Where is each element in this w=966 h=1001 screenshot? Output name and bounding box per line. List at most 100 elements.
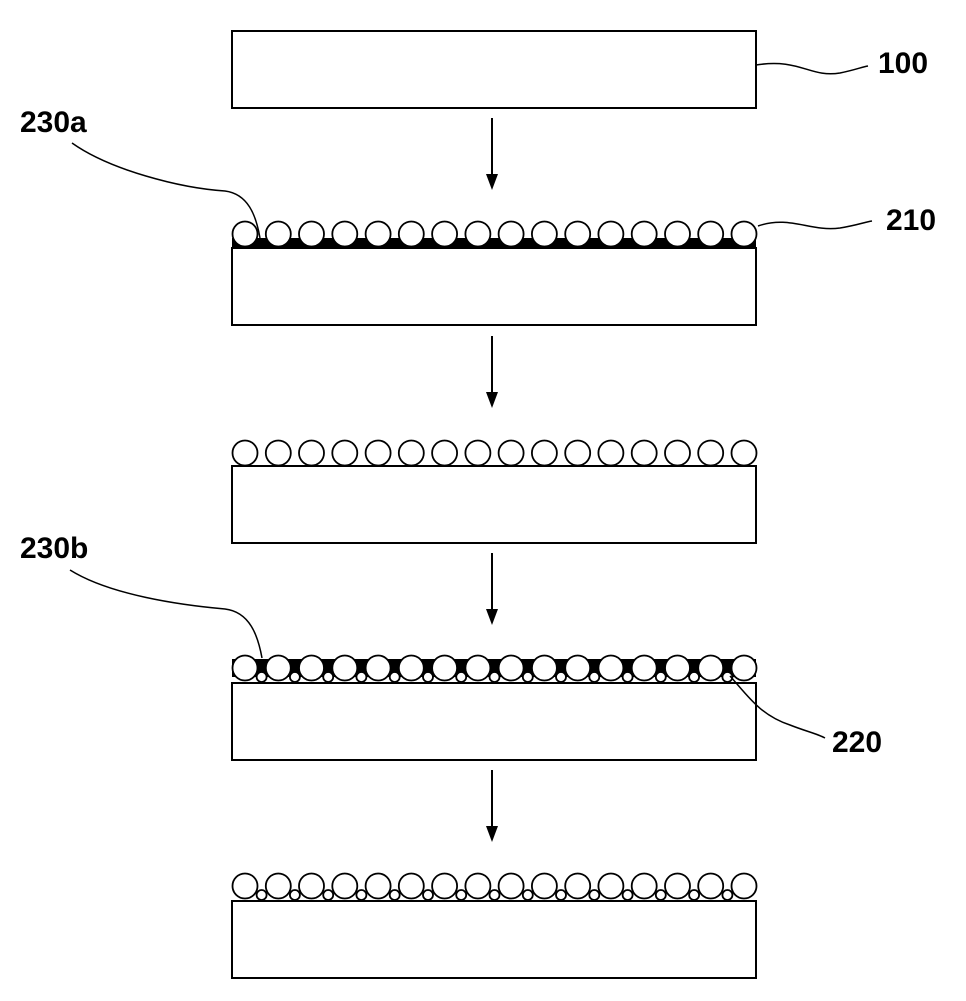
- small-particle: [555, 671, 567, 683]
- large-particle: [664, 439, 691, 467]
- large-particle: [630, 654, 658, 682]
- process-arrow-4: [486, 770, 498, 842]
- large-particle: [730, 220, 758, 248]
- large-particle: [431, 654, 459, 682]
- large-particle: [497, 220, 525, 248]
- large-particle: [564, 872, 592, 900]
- small-particle: [588, 671, 601, 683]
- small-particle: [488, 889, 501, 901]
- small-particle: [721, 671, 734, 683]
- small-particle: [388, 889, 401, 901]
- large-particle: [431, 872, 459, 900]
- large-particle: [597, 220, 625, 248]
- leader-line-100: [755, 62, 869, 75]
- large-particle: [730, 654, 758, 682]
- binder-layer-230a: [232, 238, 756, 248]
- large-particle: [331, 220, 359, 248]
- small-particle: [621, 889, 634, 901]
- large-particle: [697, 872, 725, 900]
- large-particle: [564, 654, 592, 682]
- small-particle: [688, 889, 700, 901]
- large-particle: [364, 439, 392, 467]
- large-particle-layer: [231, 654, 758, 682]
- large-particle: [397, 872, 425, 900]
- large-particle: [298, 872, 325, 900]
- small-particle: [355, 671, 368, 683]
- leader-line-220: [729, 675, 826, 739]
- large-particle: [531, 654, 558, 682]
- small-particle: [322, 889, 335, 901]
- substrate: [231, 900, 757, 979]
- substrate: [231, 465, 757, 544]
- large-particle-layer: [231, 439, 758, 467]
- large-particle: [264, 220, 292, 248]
- small-particle: [488, 671, 501, 683]
- stage-1: [231, 30, 757, 109]
- large-particle: [531, 220, 558, 248]
- stage-4: [231, 654, 758, 761]
- small-particle: [422, 889, 434, 901]
- large-particle: [464, 220, 492, 248]
- process-arrow-1: [486, 118, 498, 190]
- large-particle: [564, 220, 592, 248]
- large-particle: [231, 220, 259, 248]
- small-particle-layer: [255, 889, 734, 901]
- small-particle: [355, 889, 368, 901]
- small-particle: [654, 889, 667, 901]
- large-particle: [331, 872, 359, 900]
- small-particle: [521, 671, 534, 683]
- large-particle: [464, 439, 492, 467]
- large-particle: [664, 654, 691, 682]
- large-particle: [730, 872, 758, 900]
- large-particle: [630, 872, 658, 900]
- large-particle: [431, 439, 459, 467]
- substrate: [231, 682, 757, 761]
- small-particle-layer-220: [255, 671, 734, 683]
- small-particle: [288, 889, 301, 901]
- process-arrow-3: [486, 553, 498, 625]
- small-particle: [721, 889, 734, 901]
- large-particle: [497, 439, 525, 467]
- leader-line-230b: [69, 569, 263, 659]
- large-particle: [664, 220, 691, 248]
- small-particle: [422, 671, 434, 683]
- small-particle: [555, 889, 567, 901]
- small-particle: [621, 671, 634, 683]
- large-particle: [364, 872, 392, 900]
- large-particle: [697, 439, 725, 467]
- large-particle: [531, 872, 558, 900]
- small-particle: [455, 889, 468, 901]
- large-particle: [630, 439, 658, 467]
- label-220: 220: [832, 726, 882, 759]
- large-particle: [397, 220, 425, 248]
- large-particle: [431, 220, 459, 248]
- large-particle: [231, 654, 259, 682]
- small-particle: [521, 889, 534, 901]
- small-particle: [288, 671, 301, 683]
- stage-5: [231, 872, 758, 979]
- large-particle: [397, 654, 425, 682]
- stage-3: [231, 439, 758, 544]
- large-particle: [231, 872, 259, 900]
- label-100: 100: [878, 47, 928, 80]
- large-particle: [298, 439, 325, 467]
- stage-2: [231, 220, 758, 326]
- small-particle: [455, 671, 468, 683]
- large-particle: [697, 220, 725, 248]
- large-particle: [531, 439, 558, 467]
- label-230a: 230a: [20, 106, 87, 139]
- large-particle: [397, 439, 425, 467]
- large-particle: [497, 872, 525, 900]
- large-particle: [331, 654, 359, 682]
- large-particle-layer-210: [231, 220, 758, 248]
- large-particle: [364, 220, 392, 248]
- large-particle: [364, 654, 392, 682]
- large-particle: [664, 872, 691, 900]
- substrate-100: [231, 30, 757, 109]
- large-particle: [298, 220, 325, 248]
- large-particle: [697, 654, 725, 682]
- large-particle: [298, 654, 325, 682]
- small-particle: [255, 671, 268, 683]
- large-particle: [264, 439, 292, 467]
